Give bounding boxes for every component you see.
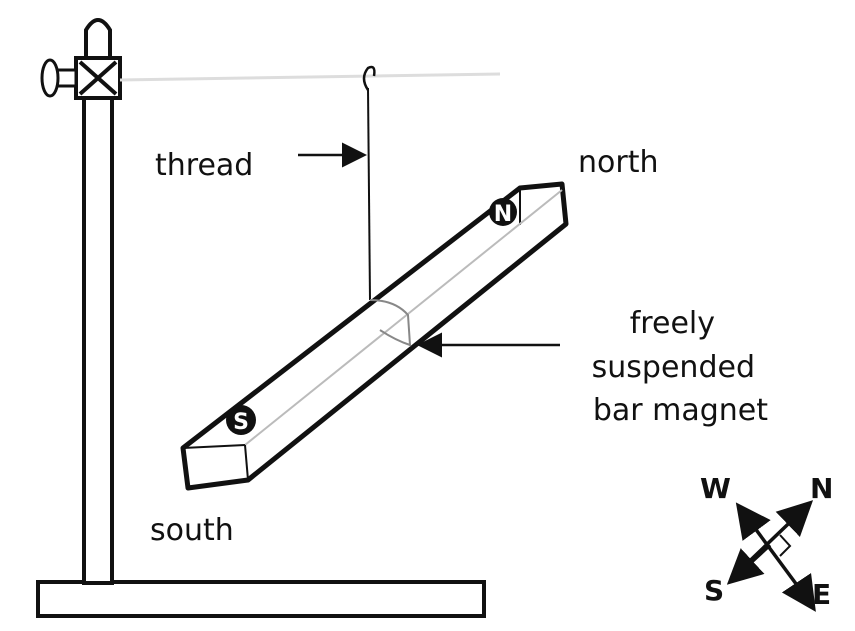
- compass-east: E: [812, 578, 831, 611]
- rod-top-knob: [84, 18, 112, 62]
- thread: [367, 87, 371, 301]
- stand-arm: [119, 72, 501, 82]
- south-pole-marker: [226, 405, 256, 435]
- compass-rose: W N S E: [700, 472, 833, 612]
- compass-south: S: [704, 574, 724, 607]
- clamp-cross: [78, 60, 118, 96]
- north-pole-letter: N: [494, 202, 512, 227]
- north-label: north: [578, 145, 658, 180]
- hook: [362, 65, 376, 91]
- magnet-label-line3: bar magnet: [593, 393, 768, 428]
- magnet-label-line2: suspended: [592, 350, 755, 385]
- north-pole-marker: [489, 198, 517, 226]
- stand-rod: [82, 93, 114, 585]
- retort-stand: [36, 18, 501, 618]
- compass-north: N: [810, 472, 833, 505]
- compass-west: W: [700, 472, 731, 505]
- magnet-label-line1: freely: [630, 306, 715, 341]
- south-pole-letter: S: [233, 410, 249, 435]
- thread-label: thread: [155, 148, 253, 183]
- south-label: south: [150, 513, 234, 548]
- clamp-screw-knob: [40, 58, 60, 98]
- stand-base: [36, 580, 486, 618]
- bar-magnet: N S: [180, 181, 569, 491]
